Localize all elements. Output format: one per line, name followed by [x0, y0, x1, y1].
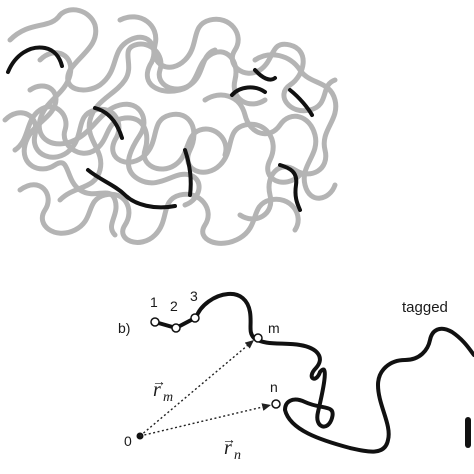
tagged-chain-segment-6 — [288, 88, 314, 117]
melt-chain-4 — [36, 50, 202, 208]
monomer-3-bead — [190, 313, 200, 323]
svg-text:→: → — [152, 373, 166, 389]
monomer-3-label: 3 — [190, 288, 198, 304]
vector-r-n-arrow — [139, 403, 272, 437]
point-n-bead — [271, 399, 281, 409]
panel-b-label: b) — [118, 320, 130, 336]
monomer-1-label: 1 — [150, 294, 158, 310]
point-n-label: n — [270, 379, 278, 395]
tagged-chain-segment-5 — [253, 68, 277, 82]
monomer-1-bead — [150, 317, 160, 327]
vector-r-n-subscript: n — [234, 448, 241, 463]
melt-chain-6 — [237, 52, 339, 222]
tagged-chain-segment-7 — [183, 148, 193, 197]
monomer-2-bead — [171, 323, 181, 333]
tagged-label: tagged — [402, 299, 448, 316]
vector-r-m-label: → r m — [152, 373, 173, 405]
monomer-2-label: 2 — [170, 298, 178, 314]
melt-chain-1 — [7, 7, 268, 107]
melt-chain-10 — [21, 83, 119, 238]
panel-b: b) 1 2 3 m n 0 — [118, 288, 474, 463]
vector-r-n-symbol: r — [224, 437, 232, 459]
point-m-bead — [253, 333, 263, 343]
melt-chain-8 — [57, 41, 218, 203]
vector-r-n-label: → r n — [222, 431, 241, 463]
vector-r-m-symbol: r — [153, 379, 161, 401]
point-m-label: m — [268, 320, 280, 336]
melt-chain-2 — [2, 106, 303, 185]
melt-chain-3 — [17, 182, 301, 246]
tagged-chain-segment-3 — [86, 168, 177, 210]
tagged-chain — [194, 291, 474, 454]
tagged-chain-segment-8 — [278, 163, 302, 212]
tagged-chain-segment-2 — [93, 106, 124, 140]
tagged-chain-segment-1 — [6, 45, 64, 74]
origin-label: 0 — [124, 433, 132, 449]
tagged-chain-segment-4 — [230, 85, 267, 97]
melt-chain-9 — [202, 92, 338, 201]
svg-text:→: → — [222, 431, 236, 447]
vector-r-m-subscript: m — [163, 390, 173, 405]
polymer-melt — [2, 7, 339, 246]
